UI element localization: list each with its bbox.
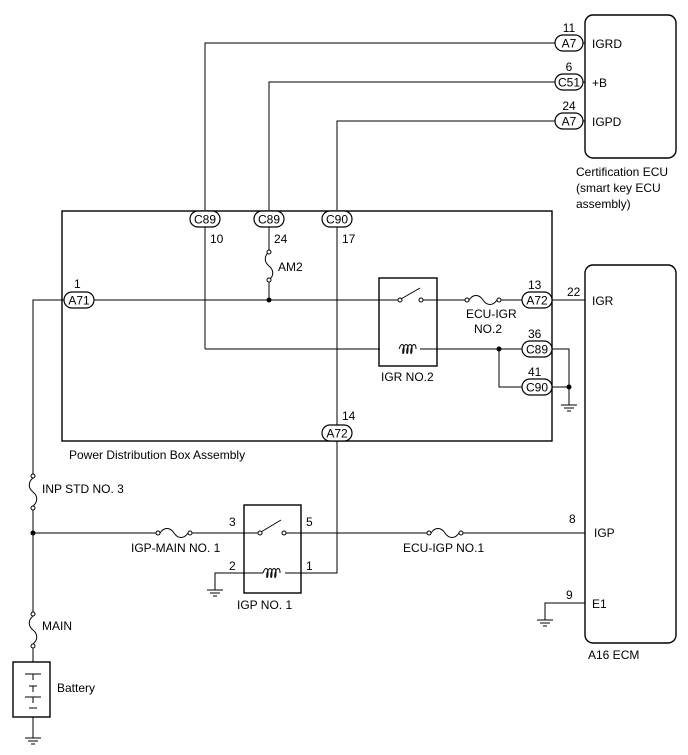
main-fuse: [28, 615, 38, 645]
connector-label: A7: [562, 37, 577, 51]
ecm-pin-igr: IGR: [592, 294, 614, 308]
ecm-box: [584, 264, 677, 644]
cert-ecu-title-line2: (smart key ECU: [576, 181, 661, 195]
connector-label: A72: [526, 294, 548, 308]
wire-e1-ground: [544, 602, 585, 620]
connector-label: A72: [326, 427, 348, 441]
ground-icon: [537, 619, 553, 627]
ecm-pin-igp: IGP: [594, 526, 615, 540]
junction-dot: [566, 384, 572, 390]
connector-label: A71: [68, 294, 90, 308]
connector-a7-igpd: [554, 112, 584, 130]
ecm-pin-e1: E1: [592, 597, 607, 611]
inp-std-label: INP STD NO. 3: [42, 482, 124, 496]
ecu-igr-label-line2: NO.2: [474, 322, 502, 336]
am2-label: AM2: [278, 260, 303, 274]
connector-label: C89: [194, 213, 216, 227]
connector-label: C51: [558, 76, 580, 90]
igr-no2-relay: [378, 277, 438, 367]
pin-number: 24: [562, 99, 576, 113]
relay-pin: 3: [229, 515, 236, 529]
relay-pin: 5: [306, 515, 313, 529]
wire-a71-down: [32, 299, 64, 474]
ecu-igp-label: ECU-IGP NO.1: [403, 541, 484, 555]
ground-icon: [25, 737, 41, 745]
battery-label: Battery: [57, 681, 95, 695]
igp-main-fuse: [159, 528, 189, 538]
wire-igpd: [336, 120, 555, 210]
igp-relay-coil: [262, 568, 281, 578]
wire-plus-b: [268, 81, 555, 210]
ecu-igr-fuse: [468, 295, 498, 305]
igp-relay-label: IGP NO. 1: [237, 598, 292, 612]
pin-number: 8: [569, 512, 576, 526]
ecu-igr-label-line1: ECU-IGR: [466, 307, 517, 321]
ecm-title: A16 ECM: [588, 648, 639, 662]
pin-number: 17: [342, 232, 356, 246]
pin-number: 22: [567, 285, 581, 299]
pin-number: 11: [563, 21, 576, 35]
connector-label: C89: [258, 213, 280, 227]
pin-number: 36: [528, 327, 542, 341]
power-distribution-box: [61, 210, 553, 442]
connector-c51: [554, 73, 584, 91]
pdb-title: Power Distribution Box Assembly: [69, 448, 245, 462]
pin-number: 14: [342, 409, 356, 423]
wire-ground-c89: [552, 348, 570, 405]
pin-number: 24: [274, 232, 288, 246]
battery-icon: [25, 673, 41, 709]
relay-pin: 1: [306, 559, 313, 573]
connector-label: C90: [526, 381, 548, 395]
connector-label: C89: [526, 343, 548, 357]
pin-number: 1: [74, 277, 81, 291]
ground-icon: [207, 589, 223, 597]
connector-label: A7: [562, 115, 577, 129]
pin-number: 10: [210, 232, 224, 246]
wire-igp-coil-ground: [214, 572, 263, 590]
pin-number: 13: [528, 278, 542, 292]
relay-pin: 2: [229, 559, 236, 573]
certification-ecu-box: [584, 14, 677, 159]
pin-name-igpd: IGPD: [592, 115, 622, 129]
connector-label: C90: [326, 213, 348, 227]
pin-name-igrd: IGRD: [592, 37, 622, 51]
wire-a72-to-igp-coil: [285, 441, 338, 574]
main-fuse-label: MAIN: [42, 619, 72, 633]
ground-icon: [561, 404, 577, 412]
ecu-igp-fuse: [430, 528, 460, 538]
igr-relay-label: IGR NO.2: [381, 370, 434, 384]
connector-a7-igrd: [554, 34, 584, 52]
igr-relay-coil: [398, 344, 417, 354]
wire-igrd: [204, 42, 555, 210]
battery-box: [12, 661, 51, 718]
relay-switch: [260, 519, 282, 533]
pin-name-plus-b: +B: [592, 76, 607, 90]
cert-ecu-title-line3: assembly): [576, 197, 631, 211]
pin-number: 9: [566, 588, 573, 602]
pin-number: 6: [566, 60, 573, 74]
cert-ecu-title-line1: Certification ECU: [576, 165, 668, 179]
relay-switch: [400, 287, 421, 300]
igp-no1-relay: [243, 504, 302, 594]
wire-to-c90: [498, 349, 522, 388]
am2-fuse: [264, 251, 274, 281]
inp-std-fuse: [28, 477, 38, 507]
igp-main-label: IGP-MAIN NO. 1: [131, 541, 221, 555]
pin-number: 41: [528, 365, 542, 379]
